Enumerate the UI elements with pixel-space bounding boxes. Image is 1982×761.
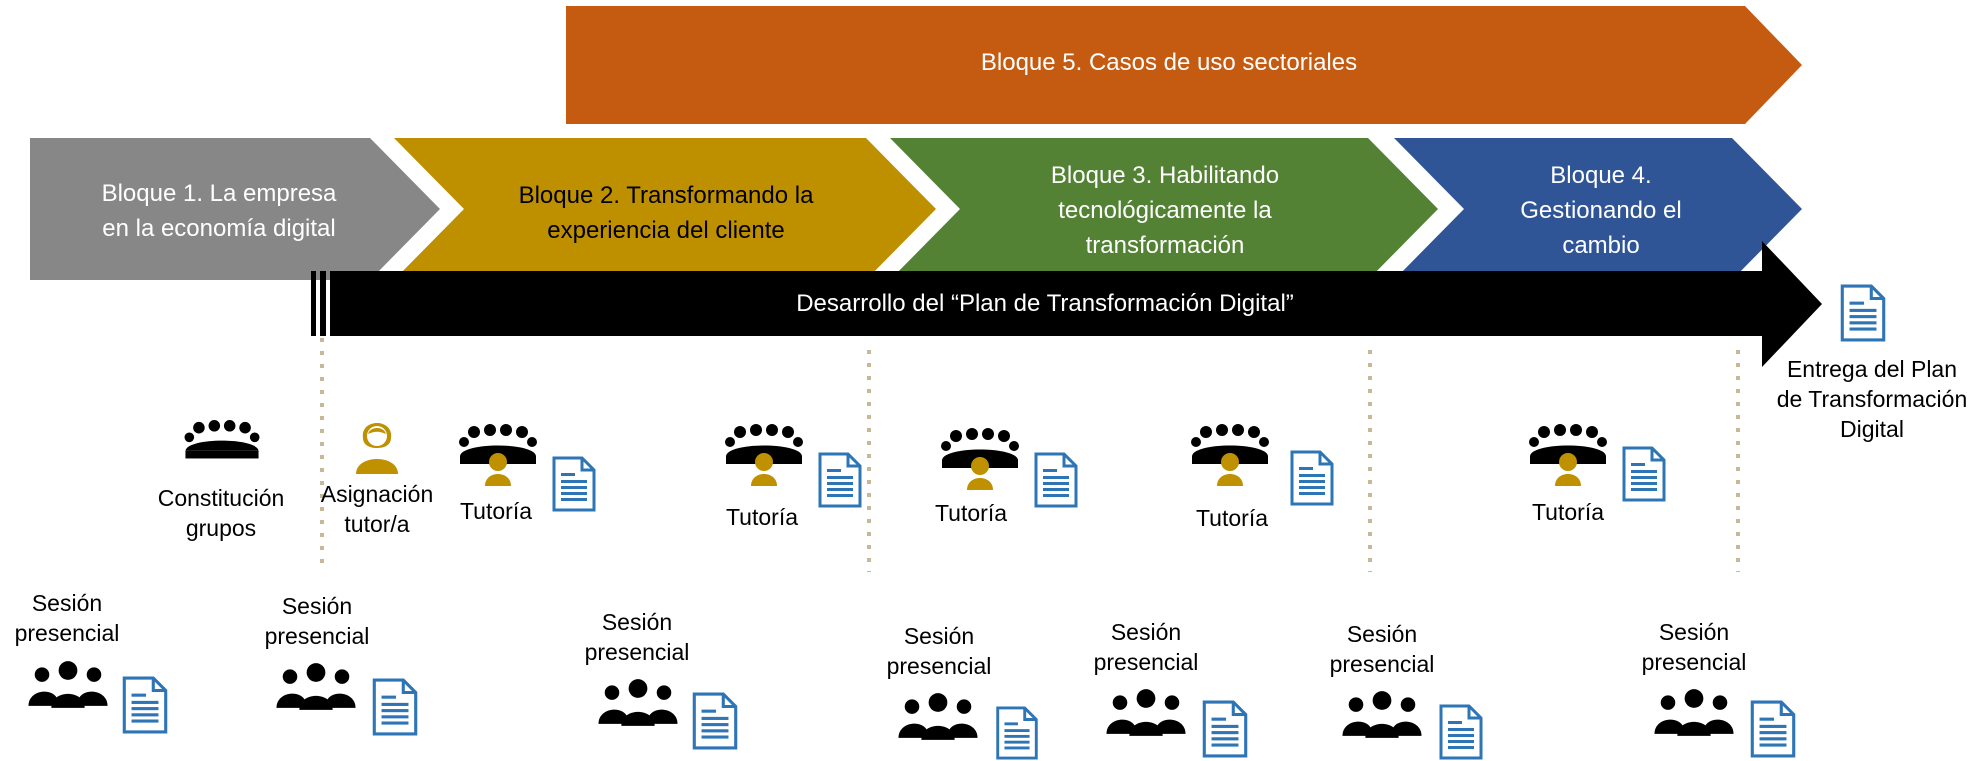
session-group-icon-2 bbox=[276, 663, 356, 710]
tutoria-document-icon-5 bbox=[1622, 446, 1666, 502]
tutor-meeting-icon-3 bbox=[941, 428, 1019, 490]
session-document-icon-5 bbox=[1202, 700, 1248, 758]
block3-label: Bloque 3. Habilitando tecnológicamente l… bbox=[1050, 162, 1280, 259]
timeline-start-bar-2 bbox=[320, 271, 326, 336]
tutoria-document-icon-3 bbox=[1034, 452, 1078, 508]
block2-label: Bloque 2. Transformando la experiencia d… bbox=[518, 182, 814, 244]
tutoria-label-4: Tutoría bbox=[1195, 505, 1268, 531]
block3-arrow bbox=[890, 138, 1438, 280]
session-document-icon-2 bbox=[372, 678, 418, 736]
tutor-meeting-icon-1 bbox=[459, 424, 537, 486]
group-constitution-icon bbox=[184, 420, 260, 459]
session-group-icon-5 bbox=[1106, 689, 1186, 736]
session-label-3: Sesión presencial bbox=[584, 609, 690, 665]
session-document-icon-6 bbox=[1439, 704, 1483, 760]
tutor-meeting-icon-4 bbox=[1191, 424, 1269, 486]
session-group-icon-7 bbox=[1654, 689, 1734, 736]
session-label-4: Sesión presencial bbox=[886, 623, 992, 679]
assignment-label: Asignación tutor/a bbox=[320, 481, 434, 537]
session-document-icon-4 bbox=[996, 706, 1038, 760]
delivery-document-icon bbox=[1840, 284, 1886, 342]
block4-arrow bbox=[1394, 138, 1802, 280]
session-group-icon-4 bbox=[898, 693, 978, 740]
block5-label: Bloque 5. Casos de uso sectoriales bbox=[980, 49, 1358, 76]
block5-arrow bbox=[566, 6, 1802, 124]
timeline-arrow bbox=[330, 241, 1822, 367]
session-group-icon-1 bbox=[28, 661, 108, 708]
tutor-person-icon bbox=[356, 423, 398, 474]
block1-label: Bloque 1. La empresa en la economía digi… bbox=[101, 180, 337, 242]
tutor-meeting-icon-5 bbox=[1529, 424, 1607, 486]
session-document-icon-1 bbox=[122, 676, 168, 734]
session-label-2: Sesión presencial bbox=[264, 593, 370, 649]
session-group-icon-6 bbox=[1342, 691, 1422, 738]
delivery-label: Entrega del Plan de Transformación Digit… bbox=[1776, 356, 1968, 442]
session-label-6: Sesión presencial bbox=[1329, 621, 1435, 677]
tutoria-label-1: Tutoría bbox=[459, 498, 532, 524]
session-group-icon-3 bbox=[598, 679, 678, 726]
constitution-label: Constitución grupos bbox=[157, 485, 285, 541]
session-label-7: Sesión presencial bbox=[1641, 619, 1747, 675]
tutoria-document-icon-2 bbox=[818, 452, 862, 508]
tutoria-label-2: Tutoría bbox=[725, 504, 798, 530]
block4-label: Bloque 4. Gestionando el cambio bbox=[1520, 162, 1682, 259]
timeline-label: Desarrollo del “Plan de Transformación D… bbox=[796, 290, 1294, 317]
tutoria-document-icon-1 bbox=[552, 456, 596, 512]
tutoria-label-3: Tutoría bbox=[934, 500, 1007, 526]
tutoria-label-5: Tutoría bbox=[1531, 499, 1604, 525]
block1-arrow bbox=[30, 138, 440, 280]
block2-arrow bbox=[394, 138, 936, 280]
session-label-1: Sesión presencial bbox=[14, 590, 120, 646]
timeline-start-bar-1 bbox=[311, 271, 316, 336]
session-label-5: Sesión presencial bbox=[1093, 619, 1199, 675]
tutor-meeting-icon-2 bbox=[725, 424, 803, 486]
session-document-icon-3 bbox=[692, 692, 738, 750]
tutoria-document-icon-4 bbox=[1290, 450, 1334, 506]
session-document-icon-7 bbox=[1750, 700, 1796, 758]
